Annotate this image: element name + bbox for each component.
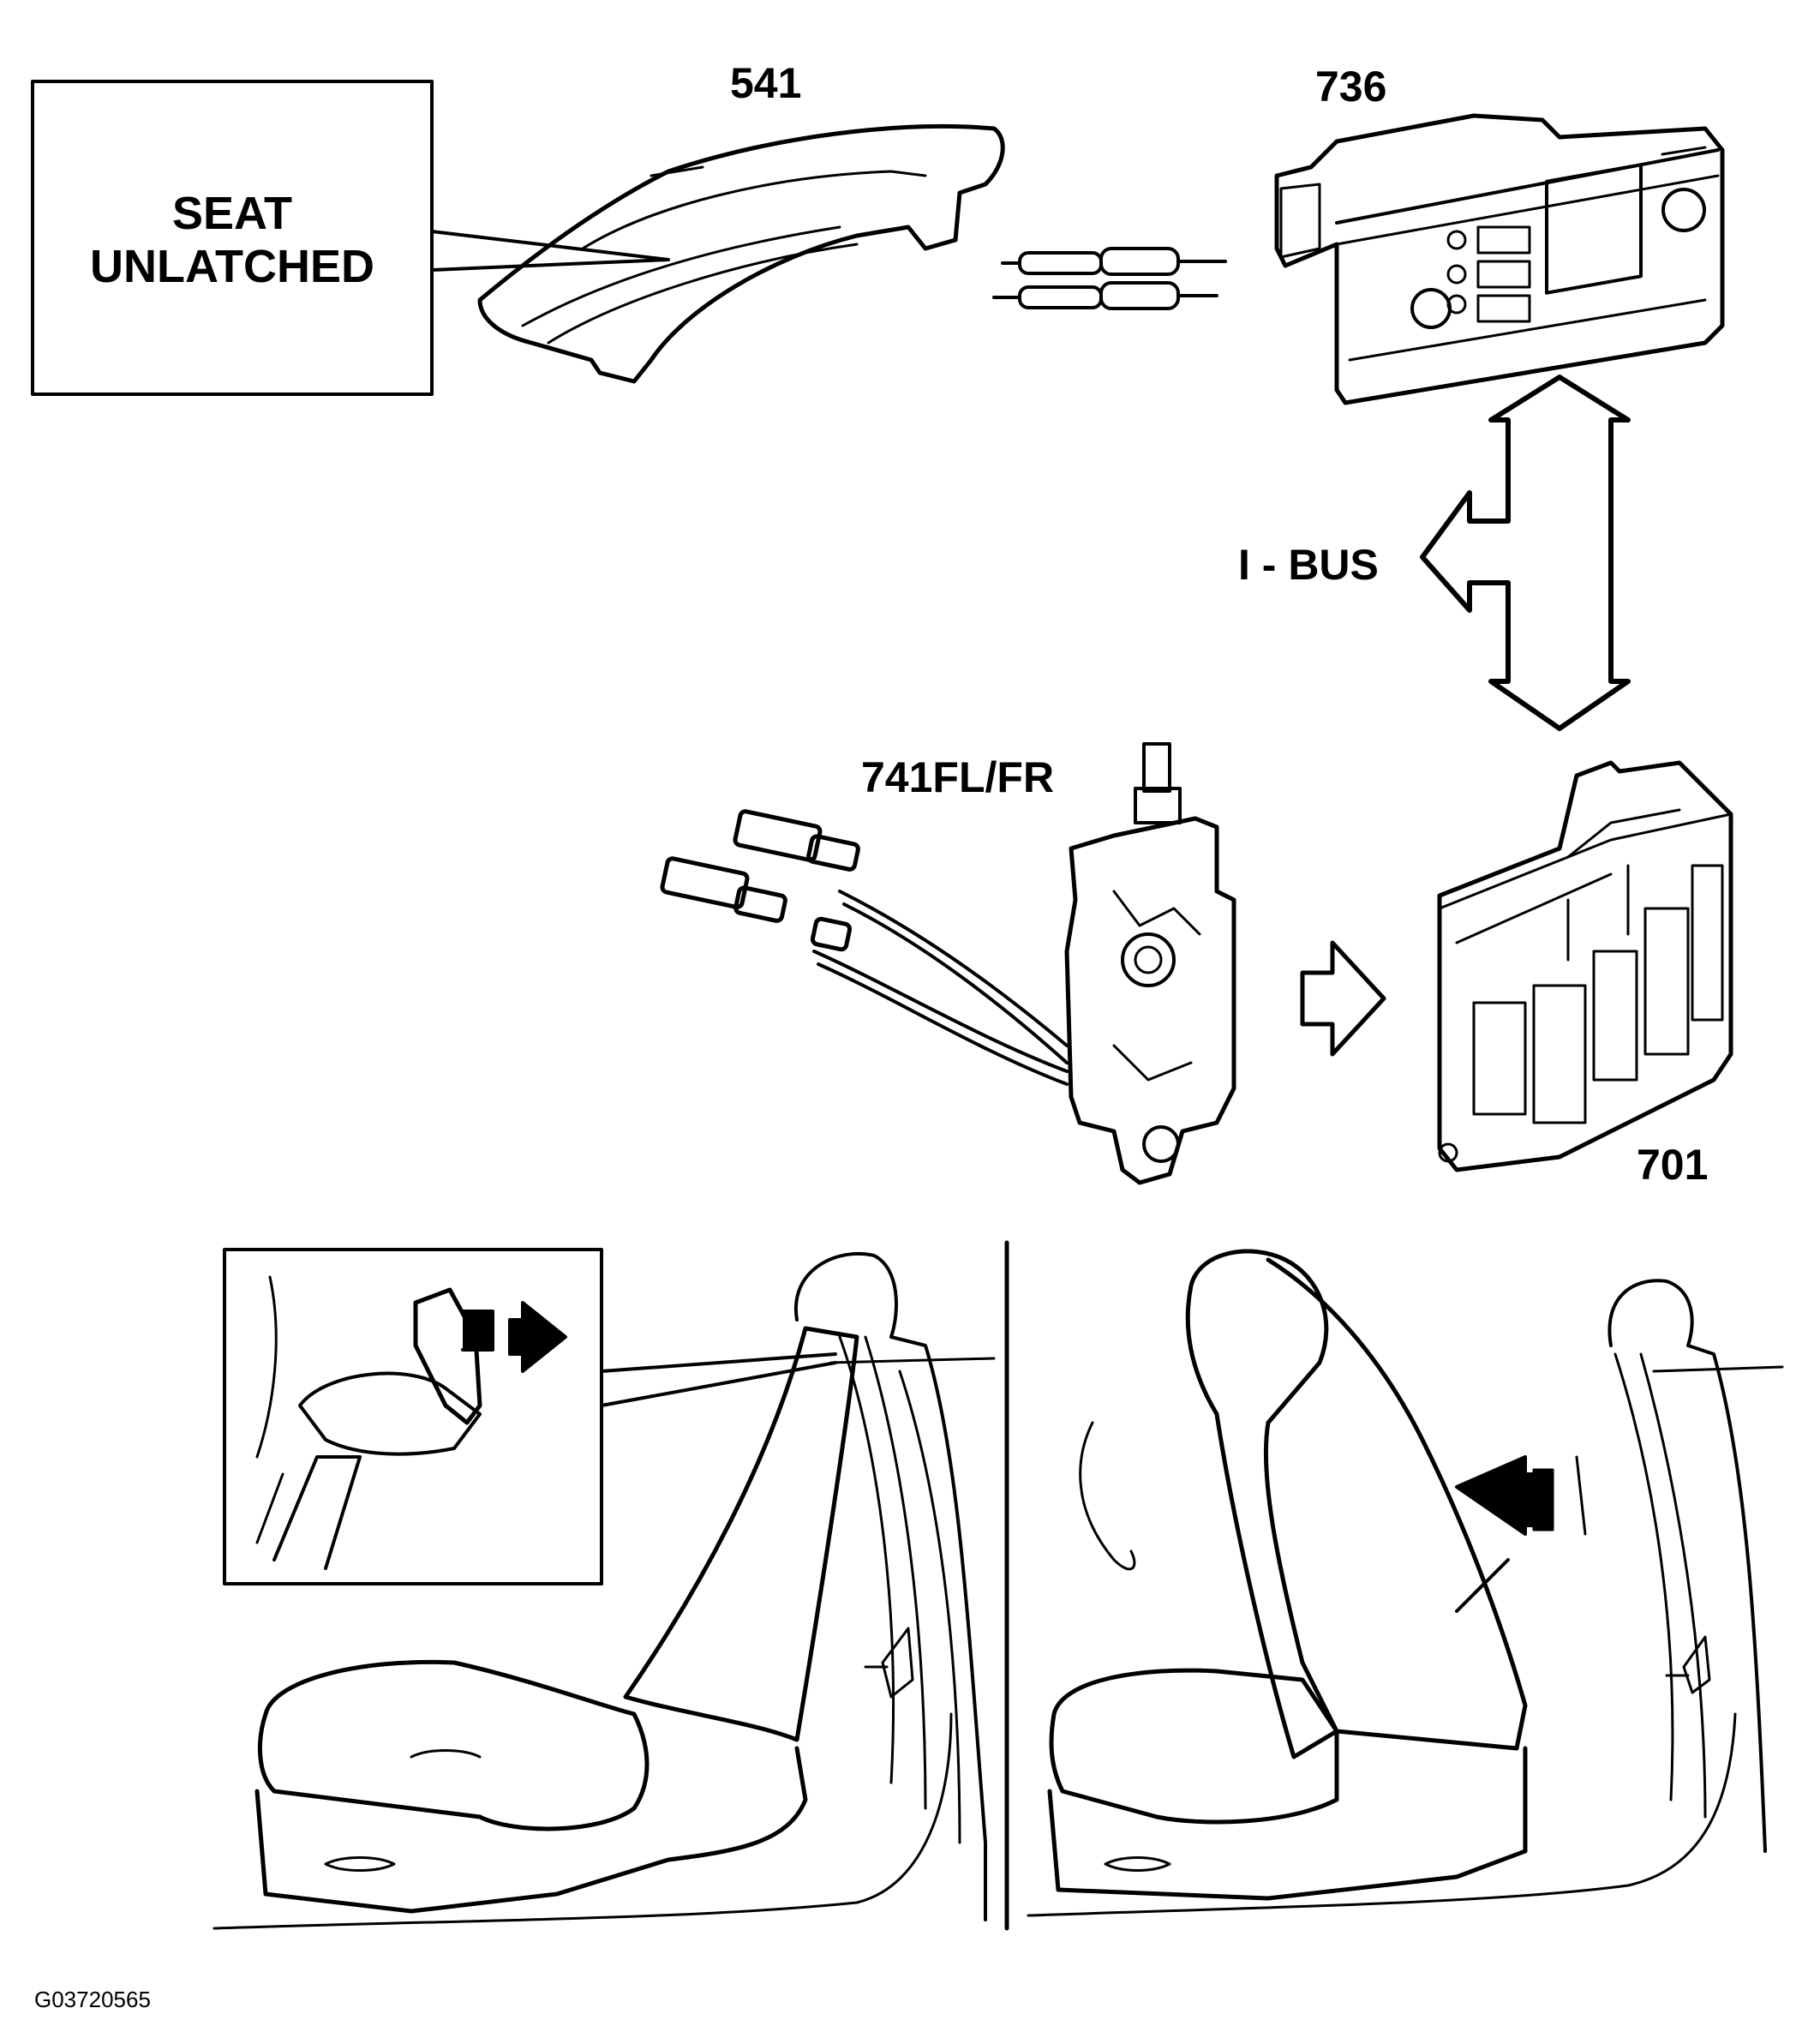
callout-box bbox=[31, 80, 434, 396]
callout-leader bbox=[430, 230, 670, 272]
seat-unlatched-label: SEAT UNLATCHED bbox=[90, 188, 374, 292]
ibus-label: I - BUS bbox=[1238, 541, 1379, 589]
seat-icon bbox=[1027, 1249, 1784, 1917]
part-741-label: 741FL/FR bbox=[861, 753, 1055, 801]
arrow-icon bbox=[1300, 940, 1386, 1057]
seat-latch-icon bbox=[660, 742, 1236, 1185]
figure-code: G03720565 bbox=[34, 1987, 151, 2012]
connector-pins-icon bbox=[992, 247, 1227, 310]
central-electronic-module-icon bbox=[1437, 760, 1733, 1172]
part-701-label: 701 bbox=[1637, 1141, 1709, 1189]
ibus-arrow bbox=[1420, 375, 1631, 731]
part-541-label: 541 bbox=[730, 59, 802, 107]
display-panel-icon bbox=[1274, 113, 1725, 405]
part-736-label: 736 bbox=[1315, 63, 1387, 111]
inset-detail bbox=[223, 1248, 837, 1585]
seat-icon bbox=[213, 1251, 996, 1930]
indicator-lamp-icon bbox=[477, 123, 1005, 384]
